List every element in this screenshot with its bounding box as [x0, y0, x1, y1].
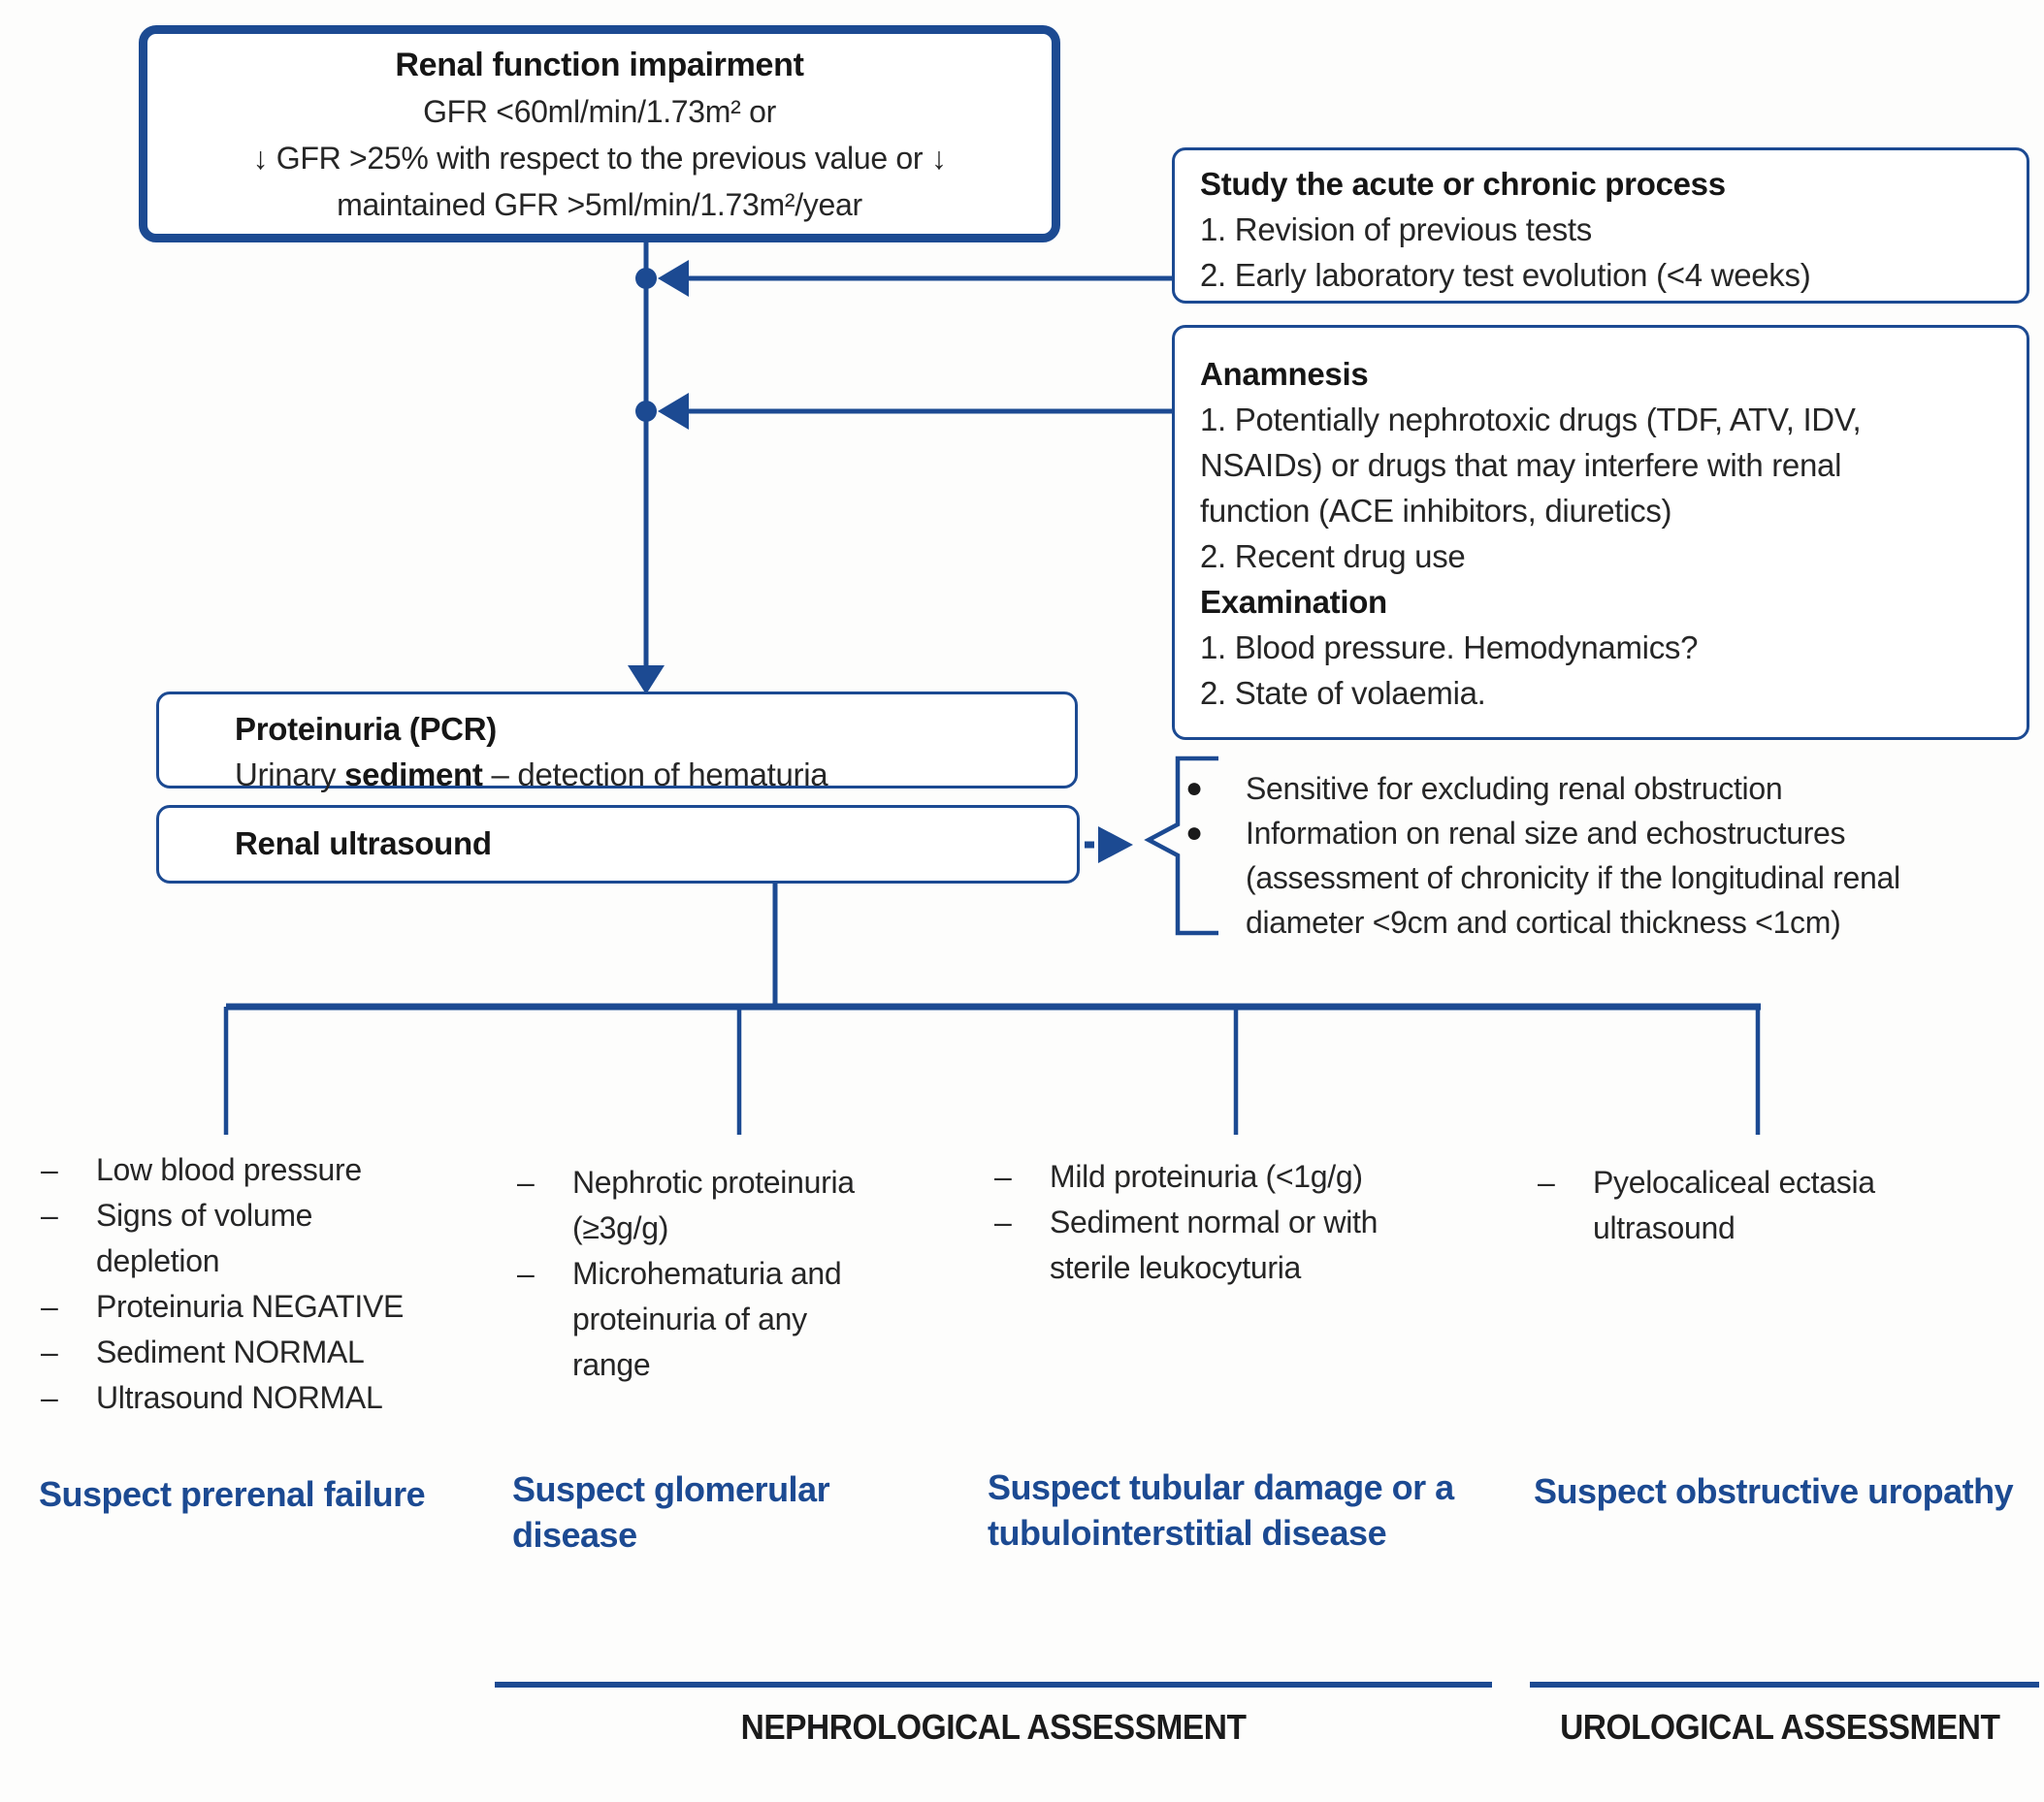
text-segment: – detection of hematuria [482, 756, 828, 792]
junction-dot-icon [635, 401, 657, 422]
list-item-line: Ultrasound NORMAL [96, 1380, 383, 1415]
list-item: – Microhematuria and proteinuria of any … [517, 1251, 855, 1388]
left-arrow-icon [658, 260, 689, 297]
note-text-line: diameter <9cm and cortical thickness <1c… [1246, 905, 1841, 940]
list-item-line: Microhematuria and [572, 1256, 842, 1291]
box-text-line: ↓ GFR >25% with respect to the previous … [252, 141, 947, 176]
list-item-line: Low blood pressure [96, 1152, 362, 1187]
list-item-line: Sediment NORMAL [96, 1335, 365, 1369]
list-item-line: Mild proteinuria (<1g/g) [1050, 1159, 1363, 1194]
dash-icon: – [41, 1289, 58, 1324]
dash-icon: – [41, 1335, 58, 1369]
box-text-line: GFR <60ml/min/1.73m² or [423, 94, 776, 129]
list-item-line: (≥3g/g) [572, 1210, 669, 1245]
outcome-column-tubular: – Mild proteinuria (<1g/g) – Sediment no… [994, 1154, 1378, 1291]
outcome-label-prerenal: Suspect prerenal failure [39, 1474, 426, 1514]
study-process-box: Study the acute or chronic process 1. Re… [1172, 147, 2029, 304]
list-item: – Sediment NORMAL [41, 1330, 404, 1375]
bullet-icon: ● [1185, 817, 1203, 849]
anamnesis-box: Anamnesis 1. Potentially nephrotoxic dru… [1172, 325, 2029, 740]
list-item: – Nephrotic proteinuria (≥3g/g) [517, 1160, 855, 1251]
junction-dot-icon [635, 268, 657, 289]
list-item: – Low blood pressure [41, 1147, 404, 1193]
box-text-line: maintained GFR >5ml/min/1.73m²/year [337, 187, 862, 222]
list-item: – Sediment normal or with sterile leukoc… [994, 1200, 1378, 1291]
box-text-line: function (ACE inhibitors, diuretics) [1200, 493, 1672, 529]
list-item-line: Nephrotic proteinuria [572, 1165, 855, 1200]
assessment-label-text: UROLOGICAL ASSESSMENT [1559, 1707, 2000, 1747]
note-text-line: Information on renal size and echostruct… [1246, 816, 1846, 851]
outcome-column-prerenal: – Low blood pressure – Signs of volume d… [41, 1147, 404, 1421]
left-arrow-icon [658, 393, 689, 430]
list-item-line: Pyelocaliceal ectasia [1593, 1165, 1875, 1200]
list-item-line: Signs of volume [96, 1198, 313, 1233]
box-text-line: 2. Recent drug use [1200, 538, 1466, 574]
box-text-line: 2. State of volaemia. [1200, 675, 1486, 711]
list-item-line: Proteinuria NEGATIVE [96, 1289, 405, 1324]
dash-icon: – [41, 1198, 58, 1233]
list-item-line: sterile leukocyturia [1050, 1250, 1302, 1285]
list-item: – Signs of volume depletion [41, 1193, 404, 1284]
assessment-label-text: NEPHROLOGICAL ASSESSMENT [740, 1707, 1247, 1747]
assessment-nephrological: NEPHROLOGICAL ASSESSMENT [495, 1707, 1492, 1748]
box-heading: Anamnesis [1200, 356, 1369, 392]
dash-icon: – [41, 1152, 58, 1187]
box-title: Study the acute or chronic process [1200, 166, 1726, 202]
box-text-line: Urinary sediment – detection of hematuri… [235, 752, 1075, 797]
outcome-column-obstructive: – Pyelocaliceal ectasia ultrasound [1538, 1160, 1875, 1251]
note-text: Information on renal size and echostruct… [1246, 811, 1900, 945]
box-text-line: 2. Early laboratory test evolution (<4 w… [1200, 257, 1811, 293]
dash-icon: – [41, 1380, 58, 1415]
list-item-line: depletion [96, 1243, 220, 1278]
list-item: – Pyelocaliceal ectasia ultrasound [1538, 1160, 1875, 1251]
list-item: – Ultrasound NORMAL [41, 1375, 404, 1421]
down-arrow-icon [628, 665, 665, 694]
bullet-icon: ● [1185, 772, 1203, 804]
right-arrow-icon [1098, 826, 1133, 863]
note-text-line: (assessment of chronicity if the longitu… [1246, 860, 1900, 895]
box-text-line: NSAIDs) or drugs that may interfere with… [1200, 447, 1842, 483]
curly-brace-icon [1144, 756, 1218, 936]
text-segment-bold: sediment [344, 756, 483, 792]
box-text-line: 1. Blood pressure. Hemodynamics? [1200, 629, 1699, 665]
proteinuria-box: Proteinuria (PCR) Urinary sediment – det… [156, 692, 1078, 792]
dash-icon: – [517, 1165, 535, 1200]
box-title: Proteinuria (PCR) [235, 711, 497, 747]
list-item-line: proteinuria of any [572, 1302, 807, 1336]
box-text-line: 1. Revision of previous tests [1200, 211, 1592, 247]
dash-icon: – [994, 1205, 1012, 1239]
renal-function-impairment-box: Renal function impairment GFR <60ml/min/… [139, 25, 1060, 242]
box-title: Renal ultrasound [235, 825, 492, 861]
list-item-line: range [572, 1347, 651, 1382]
dash-icon: – [1538, 1165, 1555, 1200]
outcome-label-obstructive: Suspect obstructive uropathy [1534, 1471, 2014, 1511]
dash-icon: – [994, 1159, 1012, 1194]
assessment-urological: UROLOGICAL ASSESSMENT [1520, 1707, 2039, 1748]
box-heading: Examination [1200, 584, 1387, 620]
dash-icon: – [517, 1256, 535, 1291]
ultrasound-notes: ● Sensitive for excluding renal obstruct… [1185, 766, 1900, 945]
list-item-line: Sediment normal or with [1050, 1205, 1379, 1239]
outcome-label-tubular: Suspect tubular damage or a tubulointers… [988, 1467, 1454, 1553]
list-item: – Proteinuria NEGATIVE [41, 1284, 404, 1330]
note-item: ● Information on renal size and echostru… [1185, 811, 1900, 945]
box-title: Renal function impairment [395, 47, 804, 83]
outcome-column-glomerular: – Nephrotic proteinuria (≥3g/g) – Microh… [517, 1160, 855, 1388]
note-item: ● Sensitive for excluding renal obstruct… [1185, 766, 1900, 811]
note-text: Sensitive for excluding renal obstructio… [1246, 771, 1783, 806]
box-text-line: 1. Potentially nephrotoxic drugs (TDF, A… [1200, 402, 1862, 437]
outcome-label-glomerular: Suspect glomerular disease [512, 1469, 830, 1555]
list-item-line: ultrasound [1593, 1210, 1736, 1245]
renal-ultrasound-box: Renal ultrasound [156, 805, 1080, 884]
list-item: – Mild proteinuria (<1g/g) [994, 1154, 1378, 1200]
text-segment: Urinary [235, 756, 345, 792]
